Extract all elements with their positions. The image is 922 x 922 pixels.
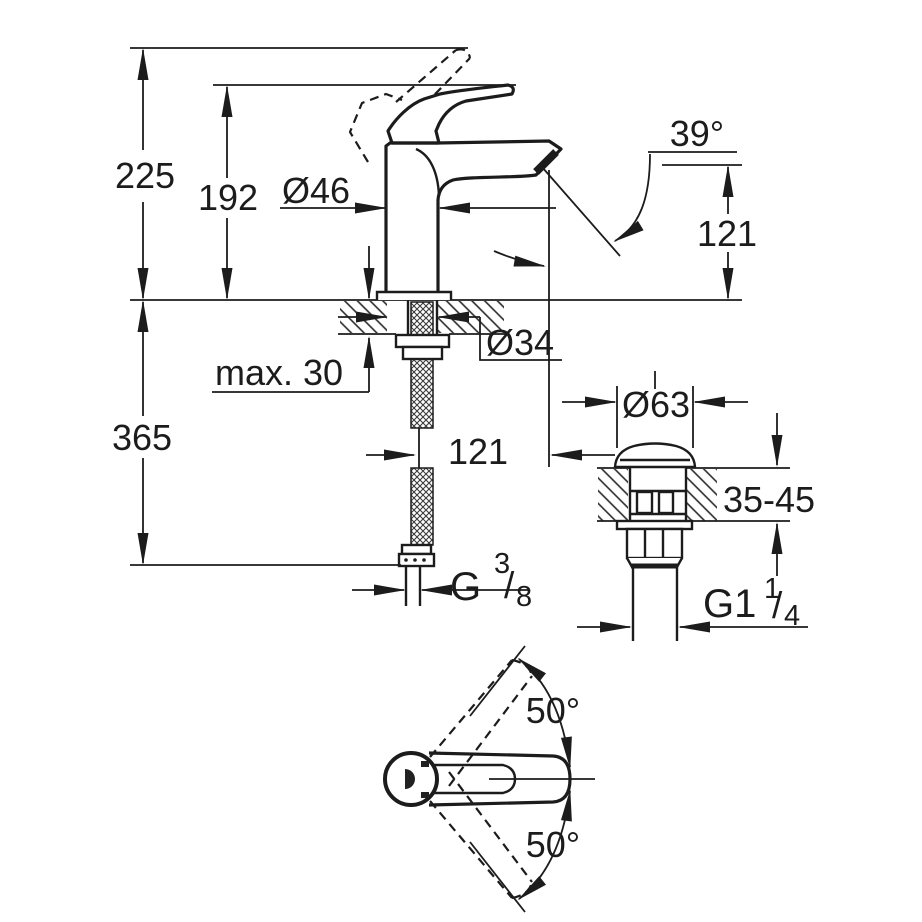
dim-overall-height-label: 225 (115, 155, 175, 196)
drain-deck-hatch-left (598, 469, 628, 521)
handle-joint-notch (421, 761, 429, 767)
handle-top-view: 50° 50° (383, 645, 595, 913)
faucet-body-outline (384, 139, 563, 292)
handle-rotated-up-dashed-edge (429, 659, 513, 758)
rotation-reference-up (469, 645, 526, 717)
flexible-hose-braid-middle (410, 358, 434, 429)
drain-backnut (625, 527, 684, 560)
drain-assembly-detail (597, 371, 790, 641)
drain-flange (615, 519, 694, 531)
dim-hole-diameter: Ø34 (338, 311, 562, 363)
dim-stream-angle-label: 39° (670, 113, 724, 154)
leader-elbow (479, 317, 562, 361)
handle-lever (386, 83, 515, 145)
dim-rotation-up-label: 50° (526, 690, 580, 731)
drain-deck-hatch-right (687, 469, 717, 521)
flexible-hose-braid-lower (410, 467, 434, 546)
handle-raised-dashed-knuckle (348, 92, 403, 163)
faucet-side-view (348, 48, 563, 300)
dim-rotation-down-label: 50° (526, 824, 580, 865)
handle-raised-dashed-tip (455, 48, 472, 59)
mounting-nut (401, 345, 444, 361)
mounting-washer (394, 333, 451, 349)
mounting-shank-and-hose (394, 300, 451, 606)
dim-drain-flange-diameter: Ø63 (562, 384, 748, 448)
dim-hose-offset: 121 (366, 170, 615, 472)
drain-thread-numerator: 1 (764, 573, 780, 605)
dim-spout-height: 121 (662, 164, 757, 300)
dim-supply-thread: G 3 / 8 (352, 548, 532, 613)
drain-thread-prefix: G1 (703, 582, 756, 626)
aerator-outlet (533, 149, 559, 175)
flexible-hose-braid-upper (410, 301, 434, 336)
drain-thread-denominator: 4 (784, 600, 800, 632)
popup-waste-cap (613, 442, 697, 469)
dim-body-diameter-label: Ø46 (282, 170, 350, 211)
handle-raised-dashed-edge-bottom (413, 57, 471, 117)
drain-overflow-slot (657, 490, 675, 515)
dim-hose-offset-label: 121 (448, 431, 508, 472)
dim-drain-deck-thickness: 35-45 (723, 413, 815, 576)
supply-thread-denominator: 8 (516, 581, 532, 613)
handle-joint-notch (421, 792, 429, 798)
drain-thread-slash: / (772, 585, 783, 626)
connector-knurl-dot (413, 558, 417, 562)
dim-drain-thread: G1 1 / 4 (577, 573, 808, 633)
handle-raised-dashed-edge-top (395, 49, 457, 103)
dim-spout-tip-height: 192 (198, 84, 516, 300)
stream-direction-arrow (493, 250, 546, 267)
dim-drain-deck-label: 35-45 (723, 479, 815, 520)
body-spout-inner-curve (415, 147, 441, 197)
hose-connector-collar (400, 543, 433, 556)
handle-rotated-down-dashed-tip (511, 881, 534, 900)
faucet-base-plate (375, 290, 453, 300)
supply-thread-slash: / (504, 565, 515, 606)
dim-drain-flange-label: Ø63 (622, 384, 690, 425)
supply-thread-prefix: G (450, 565, 481, 609)
rotation-arc-up (517, 657, 572, 769)
handle-rotated-down-dashed-edge (448, 771, 533, 883)
angle-arc-arrow (613, 153, 651, 243)
dim-max-deck-thickness: max. 30 (212, 246, 375, 393)
dim-stream-angle: 39° (493, 113, 737, 267)
handle-rotated-up-dashed-tip (511, 658, 534, 677)
supply-thread-numerator: 3 (494, 548, 510, 580)
dim-spout-height-label: 121 (697, 213, 757, 254)
dim-spout-tip-height-label: 192 (198, 177, 258, 218)
water-stream-line (541, 166, 621, 257)
handle-rotated-up-dashed-edge (448, 675, 533, 787)
handle-indicator-dot (405, 769, 415, 789)
handle-rotated-down-dashed-edge (429, 800, 513, 899)
dim-hose-length: 365 (112, 300, 401, 566)
dim-hose-length-label: 365 (112, 417, 172, 458)
dim-overall-height: 225 (115, 47, 468, 300)
dim-hole-diameter-label: Ø34 (486, 322, 554, 363)
rotation-reference-down (469, 841, 526, 913)
connector-knurl-dot (404, 558, 408, 562)
connector-knurl-dot (422, 558, 426, 562)
rotation-arc-down (517, 789, 572, 901)
dim-body-diameter: Ø46 (280, 170, 556, 214)
drain-overflow-slot (635, 490, 654, 515)
dim-max-deck-label: max. 30 (215, 352, 343, 393)
